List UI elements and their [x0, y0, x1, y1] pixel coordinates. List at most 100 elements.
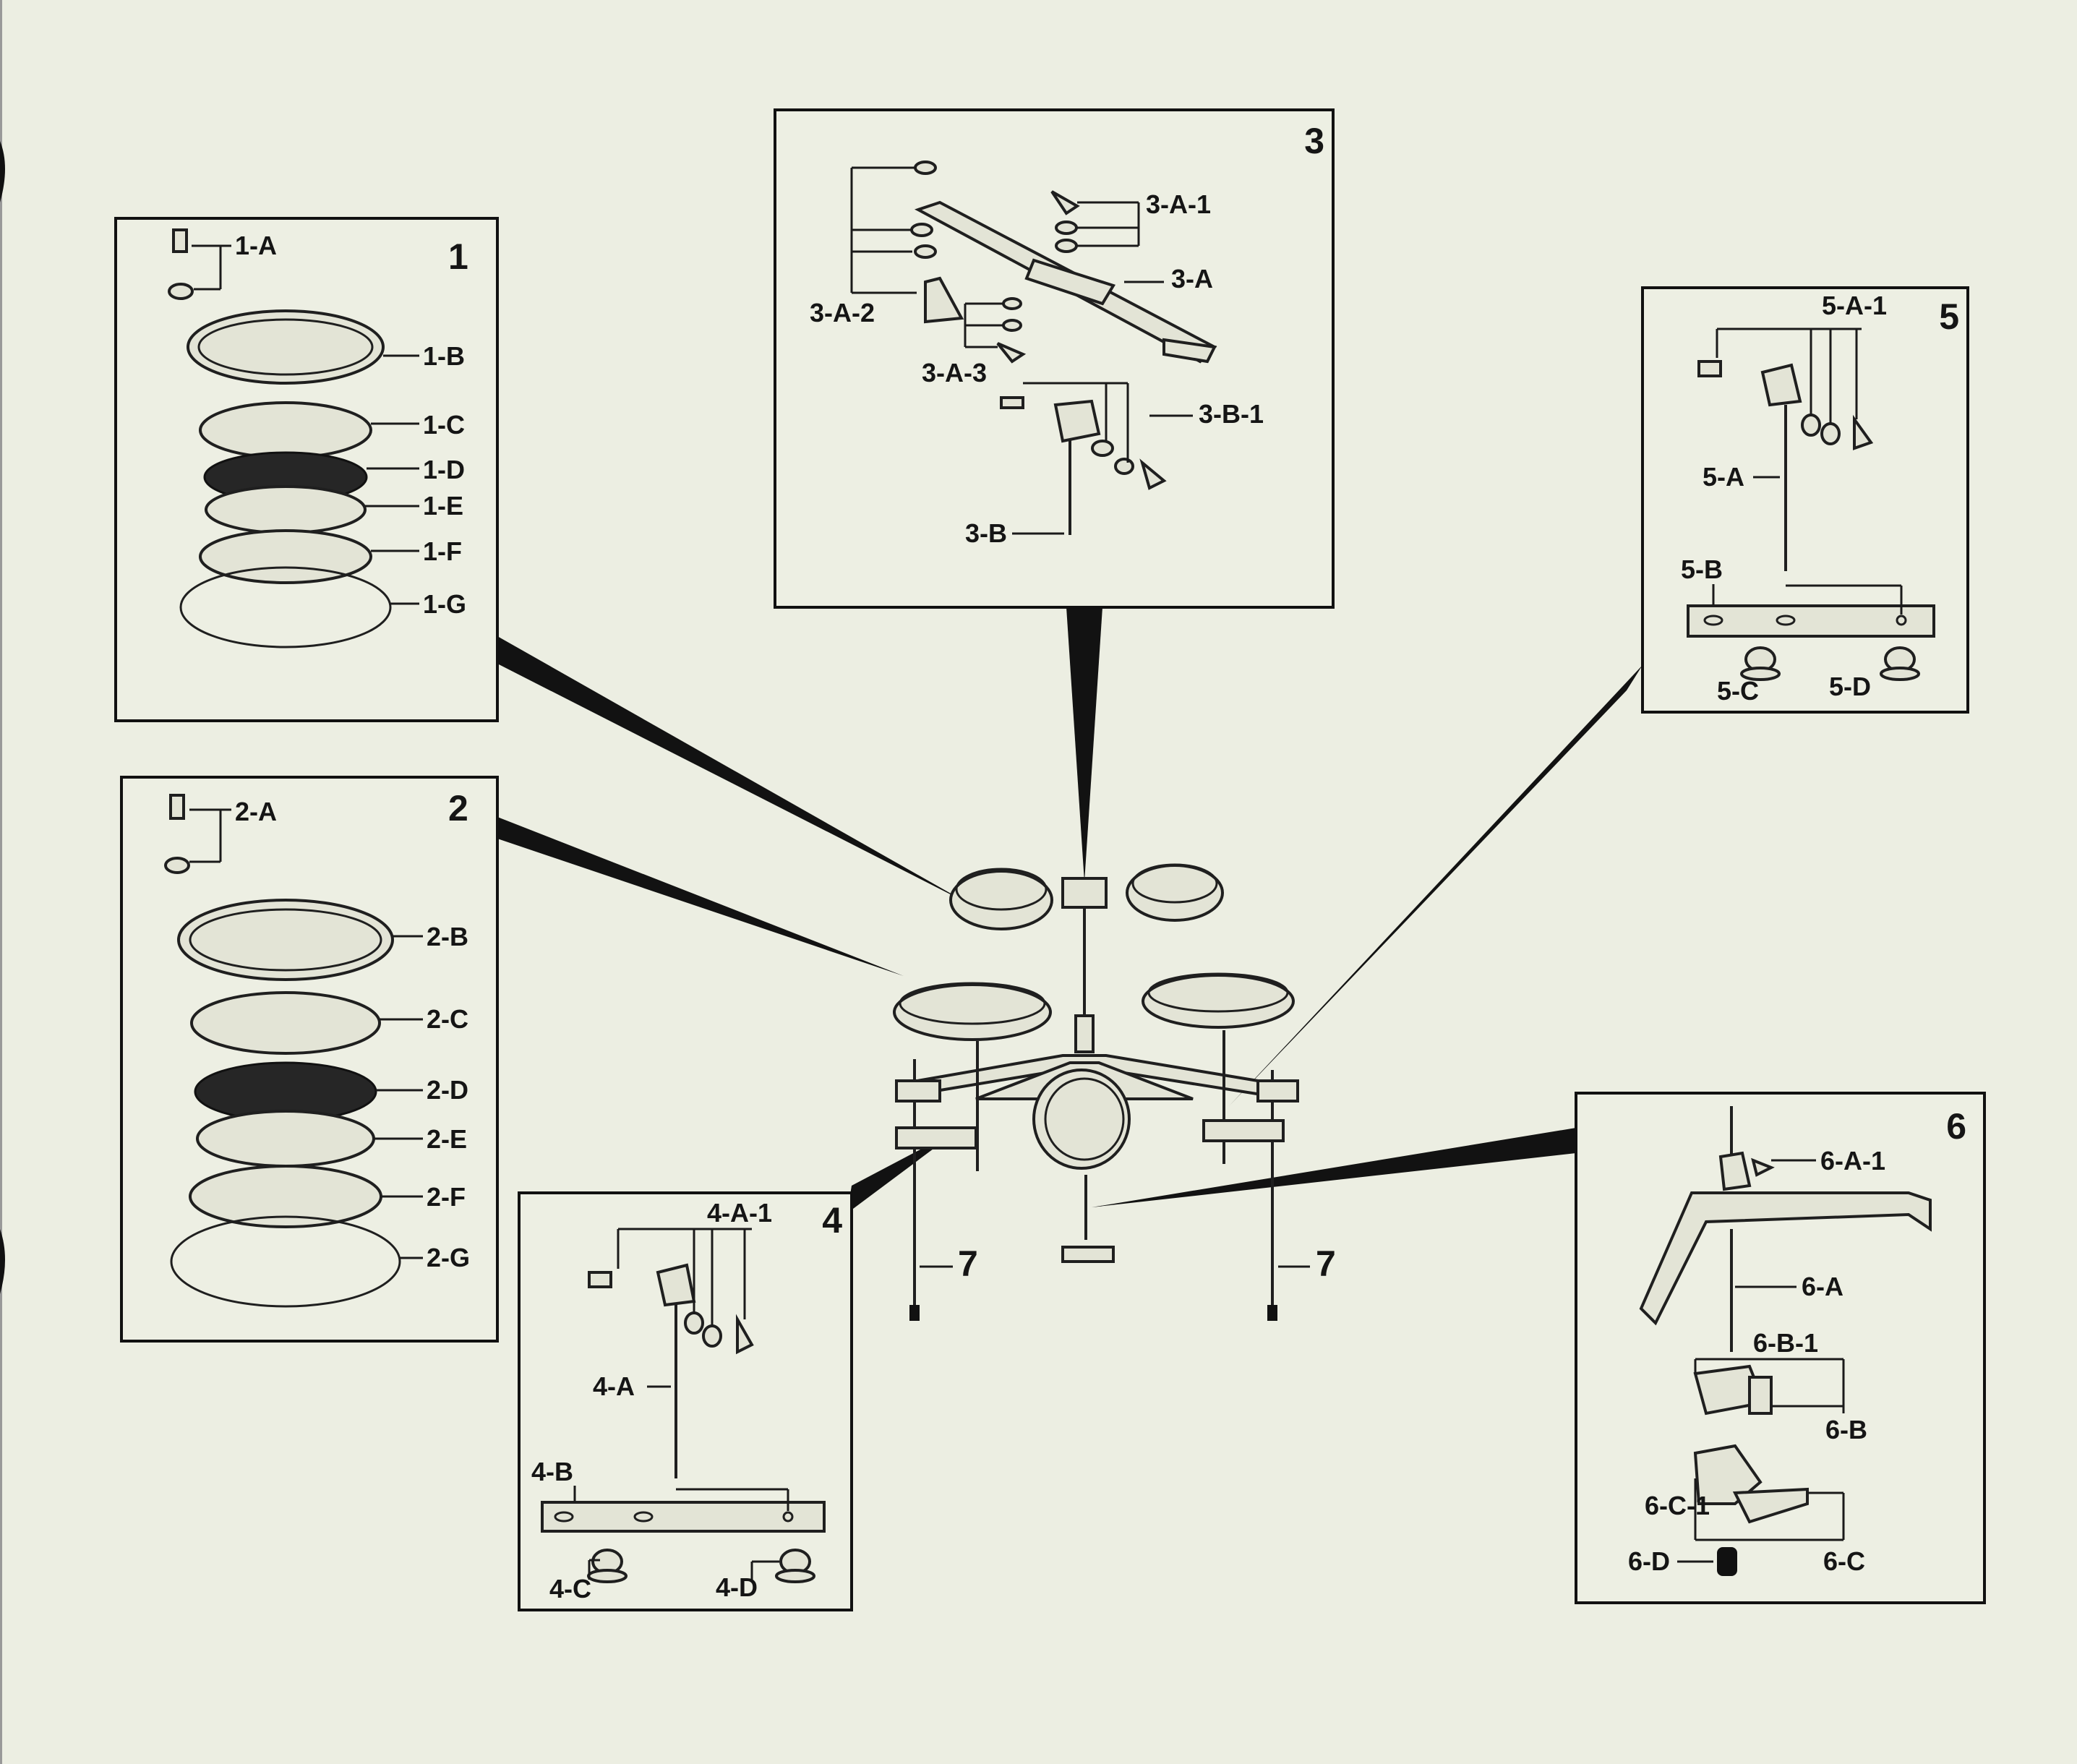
top-pad-left: [949, 870, 1053, 930]
bracket-5a: [1760, 363, 1802, 407]
bolt-3b1: [1000, 396, 1024, 409]
wedge-panel-3: [1066, 607, 1102, 882]
front-pad-head: [1044, 1077, 1125, 1161]
label-1f: 1-F: [423, 536, 462, 566]
label-4d: 4-D: [716, 1572, 758, 1602]
bracket-4a: [656, 1263, 696, 1307]
ring-1f: [199, 529, 372, 584]
clamp-left-lower: [895, 1126, 977, 1149]
panel-5: 5 5-A-1 5-A 5-B 5-C 5-D: [1641, 286, 1969, 714]
shell-1g: [179, 566, 392, 648]
clamp-right-upper: [1256, 1079, 1299, 1102]
label-5c: 5-C: [1717, 676, 1759, 706]
leg-right-foot: [1267, 1305, 1277, 1321]
washer-1a: [168, 283, 194, 300]
cap-6d: [1717, 1547, 1737, 1576]
panel-6-number: 6: [1946, 1106, 1966, 1147]
panel-4-box: [518, 1191, 853, 1611]
wingnut-3a1: [1050, 190, 1080, 215]
label-3a3: 3-A-3: [922, 358, 987, 388]
mid-pad-right-head: [1147, 972, 1289, 1013]
label-1b: 1-B: [423, 341, 465, 371]
shell-2g: [170, 1215, 401, 1308]
foam-1e: [205, 485, 367, 534]
label-6a1: 6-A-1: [1820, 1146, 1885, 1176]
head-2c: [190, 991, 381, 1055]
label-4c: 4-C: [549, 1574, 591, 1604]
label-3a1: 3-A-1: [1146, 189, 1211, 219]
panel-3: 3: [774, 108, 1335, 609]
washer-2a: [164, 857, 190, 874]
label-2g: 2-G: [427, 1243, 470, 1272]
panel-5-box: [1641, 286, 1969, 714]
top-pad-right: [1126, 864, 1224, 922]
label-3a: 3-A: [1171, 264, 1213, 294]
panel-2: 2 2-A 2-B 2-C 2-D 2-E 2-F 2-G: [120, 776, 499, 1343]
top-pad-left-head: [955, 868, 1048, 911]
bar-3a-block: [1024, 258, 1116, 306]
label-2f: 2-F: [427, 1182, 466, 1212]
panel-3-number: 3: [1304, 121, 1324, 161]
label-3a2: 3-A-2: [810, 298, 875, 327]
leg-right-label: 7: [1316, 1243, 1336, 1284]
label-5a1: 5-A-1: [1822, 291, 1887, 320]
label-2c: 2-C: [427, 1004, 468, 1034]
post-clamp: [1074, 1014, 1095, 1053]
label-4a: 4-A: [593, 1371, 635, 1401]
foam-2e: [196, 1110, 375, 1168]
panel-4: 4 4-A-1 4-A 4-B 4-C 4-D: [518, 1191, 853, 1611]
label-3b: 3-B: [965, 518, 1007, 548]
mid-pad-left-head: [899, 982, 1046, 1025]
wedge-panel-5: [1229, 665, 1643, 1106]
label-5b: 5-B: [1681, 555, 1723, 584]
clamp-left-upper: [895, 1079, 941, 1102]
label-6d: 6-D: [1628, 1546, 1670, 1576]
panel-5-number: 5: [1939, 296, 1959, 337]
leg-left-label: 7: [958, 1243, 978, 1284]
label-4b: 4-B: [531, 1457, 573, 1486]
hoop-1b: [187, 309, 385, 385]
bracket-3b: [1053, 399, 1101, 443]
label-2b: 2-B: [427, 922, 468, 951]
panel-4-number: 4: [822, 1200, 842, 1241]
hoop-2b: [177, 899, 394, 981]
wedge-panel-6: [1092, 1128, 1576, 1207]
label-6b1: 6-B-1: [1753, 1328, 1818, 1358]
label-3b1: 3-B-1: [1199, 399, 1264, 429]
bar-5b: [1687, 604, 1935, 638]
panel-1-number: 1: [448, 236, 468, 277]
wedge-panel-2: [497, 817, 904, 976]
panel-6: 6 6-A-1 6-A 6-B-1 6-B 6-C-1 6-C: [1575, 1092, 1986, 1604]
label-1e: 1-E: [423, 491, 463, 521]
front-pad: [1032, 1069, 1131, 1170]
kick-foot: [1061, 1246, 1115, 1263]
label-1c: 1-C: [423, 410, 465, 440]
frame-6a: [1639, 1191, 1932, 1326]
label-6c1: 6-C-1: [1645, 1491, 1710, 1520]
label-2d: 2-D: [427, 1075, 468, 1105]
label-6b: 6-B: [1825, 1415, 1867, 1444]
bar-4b: [541, 1501, 826, 1533]
label-1g: 1-G: [423, 589, 466, 619]
bolt-4a1: [588, 1271, 612, 1288]
label-2e: 2-E: [427, 1124, 467, 1154]
page-edge: [0, 0, 2, 1764]
label-1d: 1-D: [423, 455, 465, 484]
callout-wedges: [497, 607, 1643, 1213]
panel-2-number: 2: [448, 788, 468, 829]
panel-1: 1 1-A 1-B 1-C 1-D 1-E 1-F 1-G: [114, 217, 499, 722]
label-6a: 6-A: [1802, 1272, 1843, 1301]
bolt-1a: [172, 228, 188, 253]
wedge-panel-1: [497, 636, 969, 904]
head-1c: [199, 401, 372, 459]
bolt-2a: [169, 794, 185, 820]
main-kit: 7 7: [893, 863, 1336, 1321]
binding-mark-bottom: [0, 1229, 5, 1294]
label-6c: 6-C: [1823, 1546, 1865, 1576]
mid-pad-right: [1142, 974, 1295, 1029]
leg-left-foot: [909, 1305, 920, 1321]
label-5d: 5-D: [1829, 672, 1871, 701]
bolt-5a1: [1697, 360, 1722, 377]
hoop-2b-inner: [189, 908, 382, 972]
